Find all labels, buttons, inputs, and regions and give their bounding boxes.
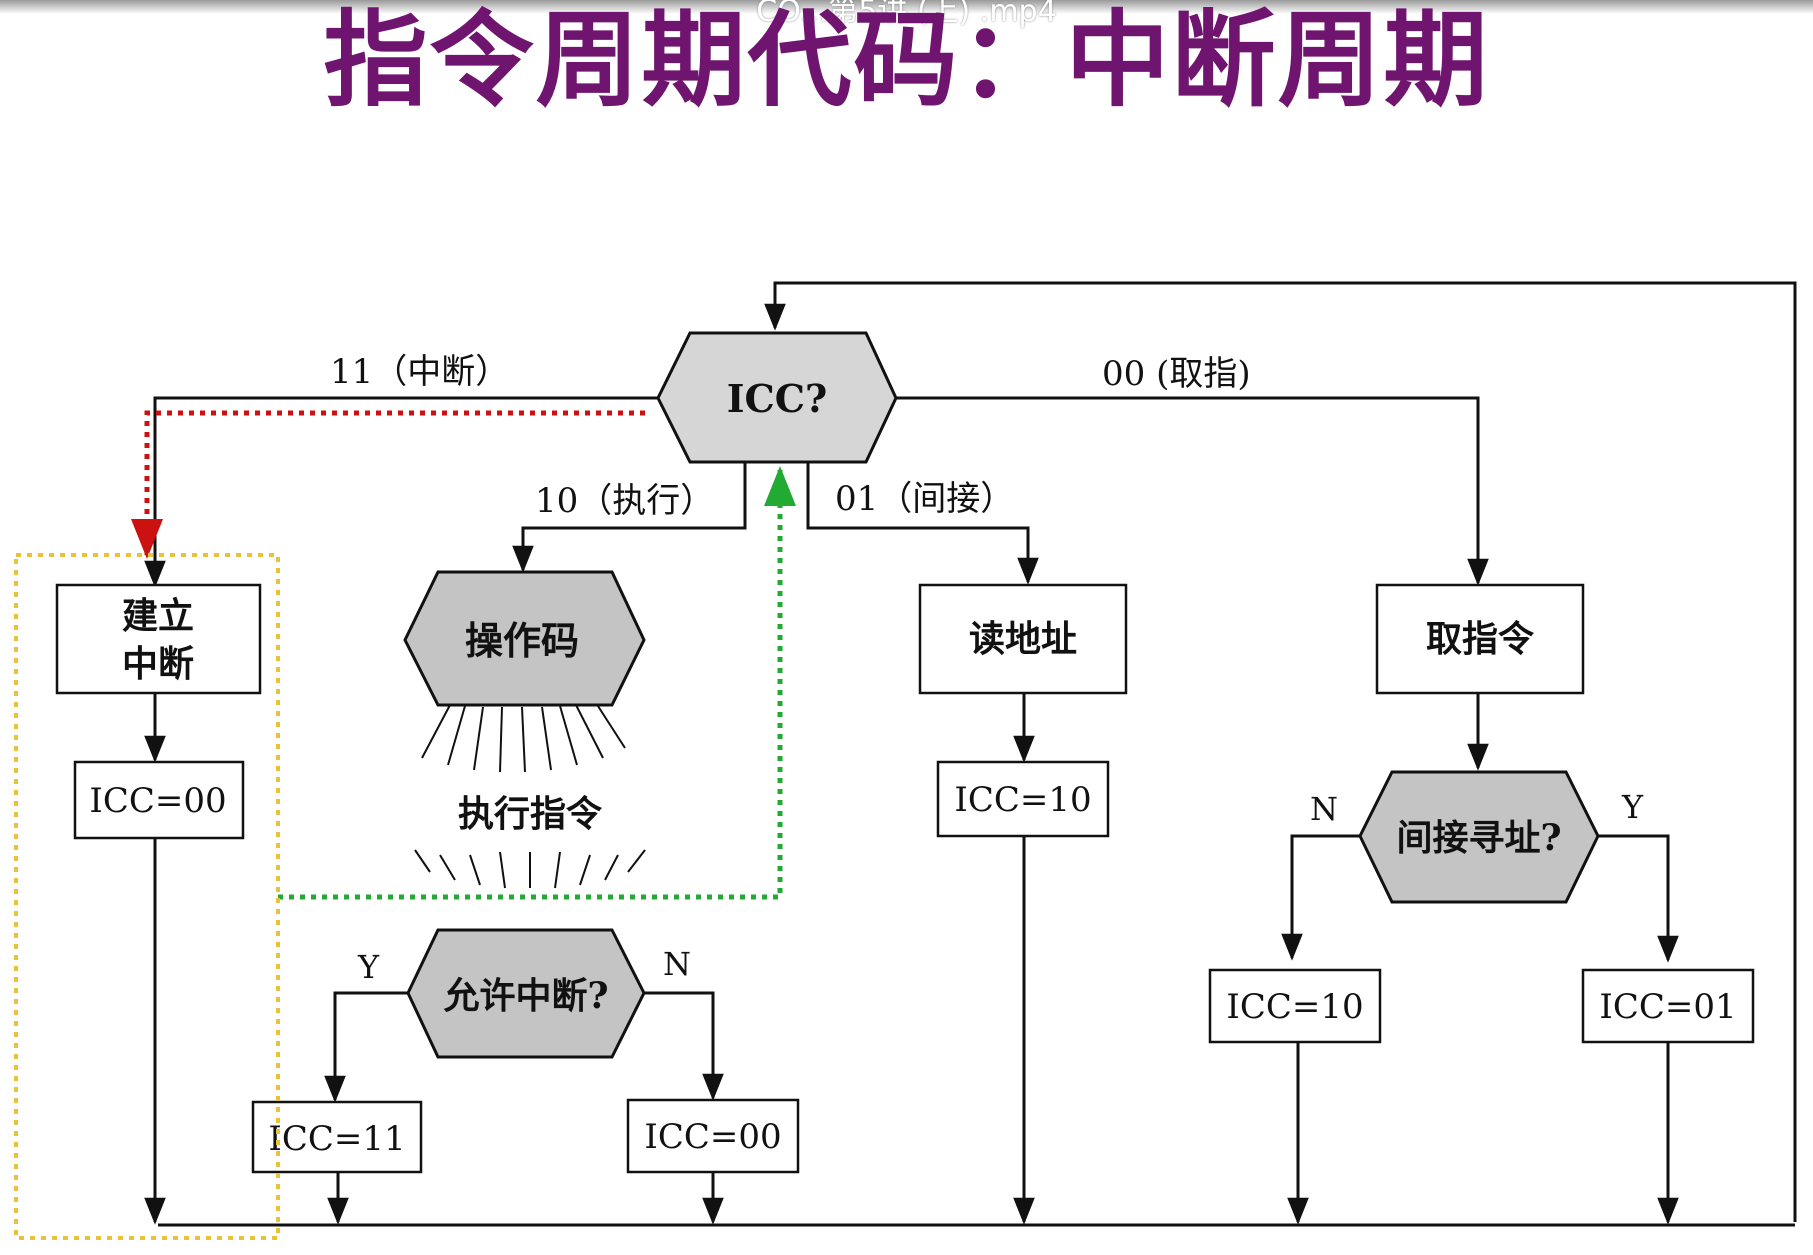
red-interrupt-path xyxy=(131,410,645,559)
allow-interrupt-decision-node: 允许中断? xyxy=(406,928,646,1059)
green-return-path xyxy=(278,466,796,900)
allow-interrupt-yes-label: Y xyxy=(357,948,380,986)
indirect-no-icc-label: ICC=10 xyxy=(1226,987,1363,1027)
allow-yes-icc-box: ICC=11 xyxy=(251,1100,423,1174)
connector-lines xyxy=(144,281,1797,1227)
top-fade-bar xyxy=(0,0,1813,14)
icc-decision-label: ICC? xyxy=(727,376,828,421)
setup-interrupt-line2: 中断 xyxy=(122,643,194,685)
read-address-label: 读地址 xyxy=(969,618,1077,660)
indirect-addressing-decision-node: 间接寻址? xyxy=(1358,770,1600,904)
fetch-instruction-label: 取指令 xyxy=(1426,618,1535,660)
indirect-addressing-label: 间接寻址? xyxy=(1396,817,1561,859)
indirect-no-icc-box: ICC=10 xyxy=(1208,968,1382,1044)
indirect-yes-icc-label: ICC=01 xyxy=(1599,987,1736,1027)
video-title: CO...第5讲 (上) .mp4 xyxy=(756,0,1057,29)
read-address-icc-box: ICC=10 xyxy=(936,760,1110,838)
edge-label-execute: 10（执行） xyxy=(535,481,714,521)
read-address-box: 读地址 xyxy=(918,583,1128,695)
setup-interrupt-line1: 建立 xyxy=(122,595,194,637)
setup-icc-box: ICC=00 xyxy=(73,760,245,840)
allow-interrupt-no-label: N xyxy=(663,945,691,983)
opcode-label: 操作码 xyxy=(465,618,579,663)
edge-label-interrupt: 11（中断） xyxy=(330,352,509,392)
setup-interrupt-box: 建立 中断 xyxy=(55,583,262,695)
indirect-yes-icc-box: ICC=01 xyxy=(1581,968,1755,1044)
opcode-node: 操作码 xyxy=(403,570,646,707)
icc-decision-node: ICC? xyxy=(656,331,898,464)
allow-no-icc-label: ICC=00 xyxy=(644,1117,781,1157)
edge-label-indirect: 01（间接） xyxy=(835,479,1014,519)
indirect-no-label: N xyxy=(1310,790,1338,828)
allow-no-icc-box: ICC=00 xyxy=(626,1098,800,1174)
setup-icc-label: ICC=00 xyxy=(89,781,226,821)
read-address-icc-label: ICC=10 xyxy=(954,780,1091,820)
edge-label-fetch: 00 (取指) xyxy=(1102,354,1251,394)
page-title: 指令周期代码：中断周期 xyxy=(323,0,1490,121)
execute-instruction-label: 执行指令 xyxy=(458,793,603,835)
indirect-yes-label: Y xyxy=(1621,788,1644,826)
allow-yes-icc-label: ICC=11 xyxy=(268,1119,405,1159)
allow-interrupt-label: 允许中断? xyxy=(443,975,608,1017)
fetch-instruction-box: 取指令 xyxy=(1375,583,1585,695)
